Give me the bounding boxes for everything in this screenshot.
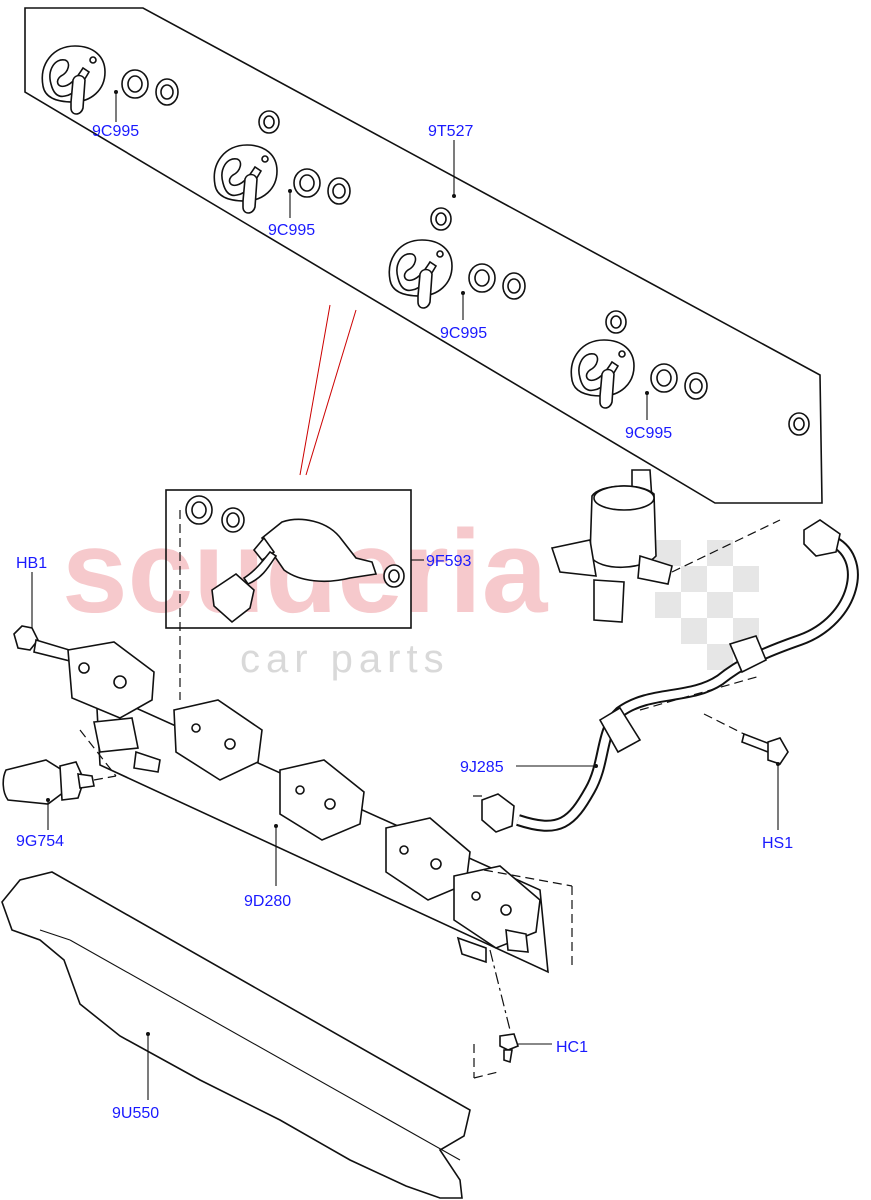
label-bolt-left[interactable]: HB1: [16, 555, 47, 572]
high-pressure-pump: [550, 469, 781, 623]
label-fuel-pipe[interactable]: 9J285: [460, 759, 504, 776]
pressure-sensor: [2, 729, 117, 830]
callout-red-lines: [299, 304, 357, 476]
bolt-left: [13, 572, 97, 663]
label-clip-4[interactable]: 9C995: [625, 425, 672, 442]
label-clip-2[interactable]: 9C995: [268, 222, 315, 239]
clip-set-3: [388, 207, 526, 309]
seal-ring-end: [788, 412, 810, 436]
label-clip-bolt[interactable]: HC1: [556, 1039, 588, 1056]
injector-detail-box: [165, 489, 424, 629]
heat-shield: [1, 871, 471, 1199]
bolt-right: [703, 713, 789, 830]
label-bolt-right[interactable]: HS1: [762, 835, 793, 852]
watermark-sub: car parts: [240, 637, 450, 681]
label-heat-shield[interactable]: 9U550: [112, 1105, 159, 1122]
leader-lines-top: [114, 90, 649, 420]
label-clip-3[interactable]: 9C995: [440, 325, 487, 342]
label-clip-1[interactable]: 9C995: [92, 123, 139, 140]
fuel-rail: [67, 641, 549, 974]
clip-bolt: [499, 1033, 552, 1064]
label-fuel-rail[interactable]: 9D280: [244, 893, 291, 910]
label-seal-kit[interactable]: 9T527: [428, 123, 473, 140]
label-pressure-sensor[interactable]: 9G754: [16, 833, 64, 850]
clip-set-2: [213, 110, 351, 214]
seal-kit-panel: [24, 7, 823, 504]
clip-set-4: [570, 310, 708, 409]
clip-set-1: [41, 45, 179, 115]
label-injector[interactable]: 9F593: [426, 553, 471, 570]
rail-end-outline: [473, 869, 573, 1079]
fuel-pipe: [470, 519, 859, 833]
